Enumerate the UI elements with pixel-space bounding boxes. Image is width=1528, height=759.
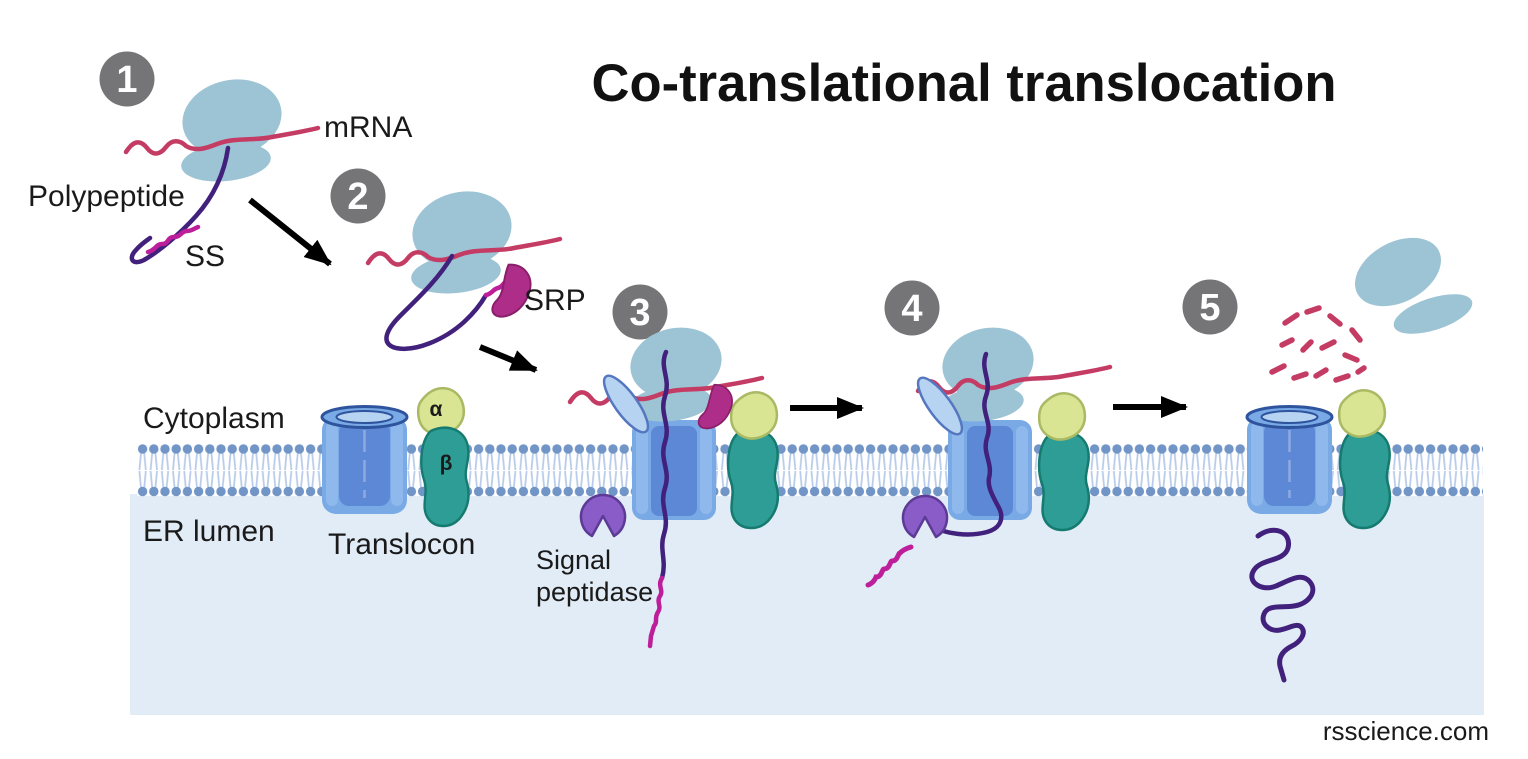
- step-3-number: 3: [629, 292, 650, 334]
- label-beta-subunit: β: [440, 452, 453, 475]
- label-translocon: Translocon: [328, 528, 475, 561]
- step-3-badge: [612, 284, 668, 340]
- released-ribosome-subunits: [1355, 237, 1473, 334]
- label-signal-sequence: SS: [185, 240, 225, 273]
- step-4-badge: [884, 280, 940, 336]
- step-1-number: 1: [116, 59, 137, 101]
- label-alpha-subunit: α: [430, 398, 443, 421]
- signal-sequence-step-3: [647, 575, 665, 649]
- large-subunit-released: [1355, 237, 1441, 307]
- step-2-badge: [330, 168, 386, 224]
- polypeptide-step-4: [929, 351, 1004, 537]
- polypeptide-step-3: [659, 349, 669, 581]
- step-2-group: 2 SRP: [330, 168, 586, 352]
- polypeptide-step-1: [129, 145, 231, 265]
- translocon-step-5-icon: [1245, 405, 1334, 516]
- translocon-icon: [320, 405, 409, 516]
- translocon-labeled-group: α β Cytoplasm ER lumen Translocon: [143, 382, 475, 561]
- polypeptide-step-2: [384, 253, 489, 352]
- cleaved-signal-sequence-step-4: [865, 544, 914, 588]
- arrow-step2-to-step3: [478, 344, 538, 373]
- watermark: rsscience.com: [1323, 716, 1489, 746]
- label-cytoplasm: Cytoplasm: [143, 402, 285, 435]
- step-4-number: 4: [901, 288, 922, 330]
- beta-subunit-icon: [420, 426, 470, 528]
- label-mrna: mRNA: [324, 111, 412, 144]
- beta-step-5-icon: [1338, 428, 1392, 530]
- label-polypeptide: Polypeptide: [28, 180, 185, 213]
- step-5-group: 5: [1182, 237, 1473, 683]
- signal-sequence-step-1: [145, 224, 201, 255]
- step-3-group: 3 Signal peptidase: [536, 284, 782, 649]
- step-5-number: 5: [1199, 287, 1220, 329]
- step-2-number: 2: [347, 176, 368, 218]
- step-4-group: 4: [865, 280, 1110, 588]
- arrow-step1-to-step2: [248, 197, 332, 267]
- step-1-badge: [99, 51, 155, 107]
- folded-protein-step-5: [1249, 527, 1316, 683]
- label-er-lumen: ER lumen: [143, 515, 275, 548]
- beta-step-4-icon: [1037, 430, 1091, 532]
- degraded-mrna-fragments: [1269, 305, 1367, 383]
- small-subunit-released: [1393, 294, 1473, 334]
- beta-step-3-icon: [726, 428, 780, 530]
- er-lumen-region: [130, 494, 1484, 715]
- page-title: Co-translational translocation: [592, 54, 1337, 113]
- label-signal-peptidase-line1: Signal: [536, 545, 611, 575]
- step-1-group: 1 mRNA Polypeptide SS: [28, 51, 412, 273]
- label-srp: SRP: [524, 284, 586, 317]
- label-signal-peptidase-line2: peptidase: [536, 577, 653, 607]
- step-5-badge: [1182, 279, 1238, 335]
- translocon-step-3-icon: [632, 420, 716, 520]
